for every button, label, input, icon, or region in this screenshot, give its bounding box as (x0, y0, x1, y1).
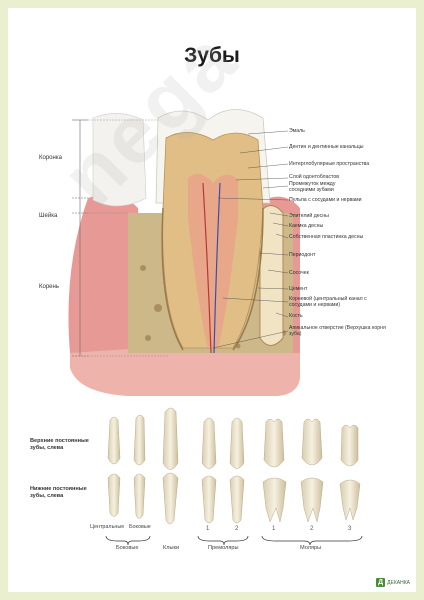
annotation-gum-margin: Каемка десны (289, 223, 324, 229)
annotation-interglobular: Интерглобулярные пространства (289, 161, 370, 167)
label-canines: Клыки (163, 545, 180, 551)
label-central: Центральные (90, 524, 125, 530)
number-premolar-2: 2 (235, 526, 239, 532)
teeth-rows-illustration (105, 407, 363, 546)
label-premolars: Премоляры (208, 545, 239, 551)
logo-icon: Д (376, 578, 386, 587)
section-label-neck: Шейка (38, 213, 59, 219)
section-label-root: Корень (38, 284, 60, 290)
number-molar-3: 3 (348, 526, 352, 532)
section-label-crown: Коронка (38, 155, 63, 161)
page-title: Зубы (184, 44, 240, 67)
annotation-lamina-propria: Собственная пластинка десны (289, 234, 364, 240)
annotation-pulp: Пульпа с сосудами и нервами (289, 197, 362, 203)
publisher-logo: Д ДЕКАНКА (376, 578, 410, 587)
tooth-cross-section-illustration (68, 109, 300, 396)
annotation-dentin: Дентин и дентинные канальцы (289, 144, 364, 150)
annotation-cement: Цемент (289, 286, 308, 292)
annotation-periodontium: Периодонт (289, 252, 316, 258)
annotation-bone: Кость (289, 313, 303, 319)
label-lateral: Боковые (129, 524, 151, 530)
annotation-interdental-gap: Промежуток между соседними зубами (289, 181, 336, 193)
label-incisors: Боковые (116, 545, 139, 551)
logo-text: ДЕКАНКА (387, 579, 410, 586)
row-label-lower: Нижние постоянные зубы, слева (30, 486, 87, 499)
label-molars: Моляры (300, 545, 322, 551)
annotation-apical-foramen: Апикальное отверстие (Верхушка корня зуб… (289, 325, 386, 337)
poster: Зубы (8, 8, 416, 592)
annotation-papilla: Сосочек (289, 270, 309, 276)
number-premolar-1: 1 (206, 526, 210, 532)
annotation-root-canal: Корневой (центральный канал с сосудами и… (289, 296, 367, 308)
annotation-odontoblasts: Слой одонтобластов (289, 174, 340, 180)
number-molar-1: 1 (272, 526, 276, 532)
number-molar-2: 2 (310, 526, 314, 532)
row-label-upper: Верхние постоянные зубы, слева (30, 438, 89, 451)
annotation-enamel: Эмаль (289, 128, 305, 134)
annotation-gum-epithelium: Эпителий десны (289, 213, 329, 219)
